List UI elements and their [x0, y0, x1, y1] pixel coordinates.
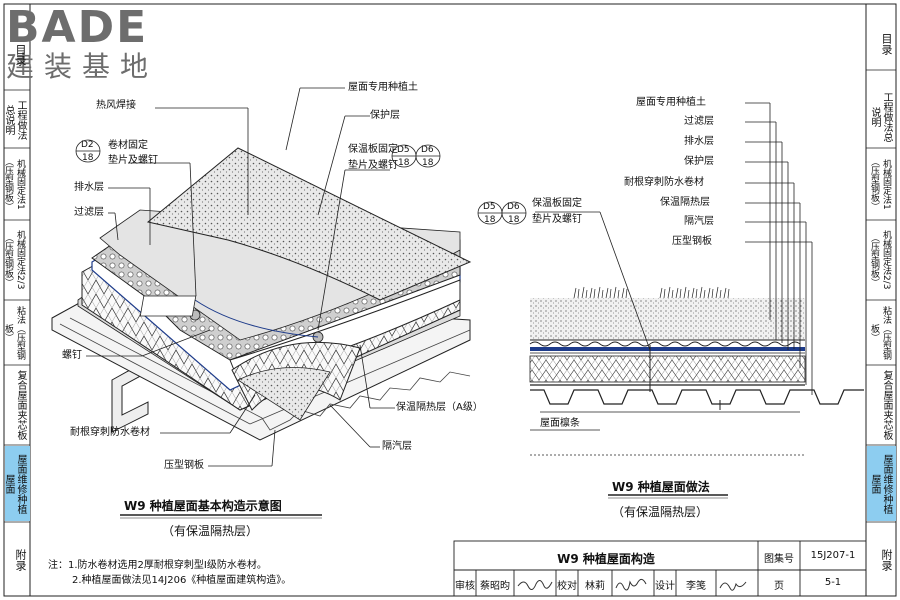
right-figure-subtitle: （有保温隔热层）: [612, 505, 709, 519]
label-vapor: 隔汽层: [382, 441, 412, 452]
left-tab-adhesive[interactable]: 粘法（压型钢板）: [3, 306, 25, 360]
label-steel-deck: 压型钢板: [164, 460, 204, 471]
title-block-page-label: 页: [774, 581, 784, 592]
right-tab-contents[interactable]: 目录: [880, 33, 893, 55]
label-roll-fix-2: 垫片及螺钉: [108, 155, 158, 166]
soil-layer: [146, 147, 472, 301]
left-tab-appendix[interactable]: 附录: [14, 549, 27, 571]
grass: [573, 286, 730, 299]
section-label-protection: 保护层: [684, 156, 714, 167]
title-block-designer: 李笺: [686, 581, 706, 592]
label-roll-fix-1: 卷材固定: [108, 140, 148, 151]
signature-marks: [517, 578, 747, 591]
right-tab-dividers: [866, 69, 896, 523]
left-figure-title: W9 种植屋面基本构造示意图: [124, 499, 282, 513]
right-active-tab-bg: [867, 446, 896, 521]
title-block-atlas-label: 图集号: [764, 554, 794, 565]
title-block-name: W9 种植屋面构造: [557, 552, 655, 566]
section-label-purlin: 屋面檩条: [540, 418, 580, 429]
ref-d2-top: D2: [81, 140, 94, 150]
section-label-ins-fix-1: 保温板固定: [532, 198, 582, 209]
note-line-1: 注：1.防水卷材选用2厚耐根穿刺型Ⅰ级防水卷材。: [48, 560, 267, 571]
left-tab-sandwich-panel[interactable]: 复合屋面夹芯板: [15, 370, 26, 440]
label-hot-air-weld: 热风焊接: [96, 100, 136, 111]
label-soil: 屋面专用种植土: [348, 82, 418, 93]
label-insulation: 保温隔热层（A级）: [396, 402, 483, 413]
isometric-figure: [51, 87, 472, 519]
title-block-check-label: 校对: [557, 581, 577, 592]
section-label-vapor: 隔汽层: [684, 216, 714, 227]
right-figure-title: W9 种植屋面做法: [612, 480, 710, 494]
label-protection: 保护层: [370, 110, 400, 121]
brand-logo-subtext: 建装基地: [6, 50, 159, 83]
left-tab-planted-roof[interactable]: 屋面维修种植屋面: [3, 454, 26, 514]
section-label-soil: 屋面专用种植土: [636, 97, 706, 108]
brand-logo: BADE 建装基地: [6, 6, 178, 92]
section-figure: [477, 102, 864, 499]
ref-d2-bot: 18: [82, 153, 94, 163]
left-active-tab-bg: [5, 446, 30, 521]
section-ref-d5-bot: 18: [484, 215, 496, 225]
label-filter-layer: 过滤层: [74, 207, 104, 218]
left-tab-mechanical-1[interactable]: 机械固定法1（压型钢板）: [3, 157, 25, 211]
ref-d5-top: D5: [397, 145, 410, 155]
leader-lines: [86, 87, 395, 467]
section-deck: [530, 389, 864, 405]
left-figure-subtitle: （有保温隔热层）: [162, 524, 259, 538]
section-soil: [530, 298, 805, 340]
section-label-filter: 过滤层: [684, 116, 714, 127]
right-tab-appendix[interactable]: 附录: [880, 549, 893, 571]
left-tab-mechanical-23[interactable]: 机械固定法2/3（压型钢板）: [3, 230, 25, 290]
ref-d5-bot: 18: [398, 158, 410, 168]
right-tab-general[interactable]: 工程做法总说明: [869, 92, 892, 142]
section-leaders: [530, 102, 813, 431]
section-label-steel: 压型钢板: [672, 236, 712, 247]
right-tab-sandwich-panel[interactable]: 复合屋面夹芯板: [881, 370, 892, 440]
label-drain-layer: 排水层: [74, 182, 104, 193]
right-tab-adhesive[interactable]: 粘法（压型钢板）: [869, 306, 891, 360]
right-tab-mechanical-23[interactable]: 机械固定法2/3（压型钢板）: [869, 230, 891, 290]
label-ins-fix-1: 保温板固定: [348, 144, 398, 155]
section-ref-d5-top: D5: [483, 202, 496, 212]
label-screw: 螺钉: [62, 350, 82, 361]
ref-d6-bot: 18: [422, 158, 434, 168]
section-ref-bubbles: [477, 201, 527, 225]
section-membrane: [530, 347, 805, 351]
section-ref-d6-bot: 18: [508, 215, 520, 225]
ref-d6-top: D6: [421, 145, 434, 155]
label-root-membrane: 耐根穿刺防水卷材: [70, 427, 150, 438]
section-insulation: [529, 355, 806, 383]
title-block-grid: [453, 540, 867, 597]
left-tab-general[interactable]: 工程做法总说明: [3, 100, 26, 140]
title-block-atlas-no: 15J207-1: [810, 550, 856, 561]
section-label-ins-fix-2: 垫片及螺钉: [532, 214, 582, 225]
label-ins-fix-2: 垫片及螺钉: [348, 160, 398, 171]
title-block-page-no: 5-1: [824, 577, 842, 588]
title-block-review-label: 审核: [455, 581, 475, 592]
section-label-insulation: 保温隔热层: [660, 197, 710, 208]
brand-logo-text: BADE: [6, 2, 149, 53]
section-label-membrane: 耐根穿刺防水卷材: [624, 177, 704, 188]
title-block-reviewer: 蔡昭昀: [480, 581, 510, 592]
title-block-design-label: 设计: [655, 581, 675, 592]
left-tab-contents[interactable]: 目录: [14, 44, 27, 66]
right-tab-planted-roof[interactable]: 屋面维修种植屋面: [869, 454, 892, 514]
section-ref-d6-top: D6: [507, 202, 520, 212]
left-tab-dividers: [4, 89, 30, 523]
note-line-2: 2.种植屋面做法见14J206《种植屋面建筑构造》。: [72, 575, 292, 586]
right-tab-mechanical-1[interactable]: 机械固定法1（压型钢板）: [869, 157, 891, 211]
title-block-checker: 林莉: [585, 581, 605, 592]
ref-bubbles: [75, 139, 441, 168]
section-label-drain: 排水层: [684, 136, 714, 147]
